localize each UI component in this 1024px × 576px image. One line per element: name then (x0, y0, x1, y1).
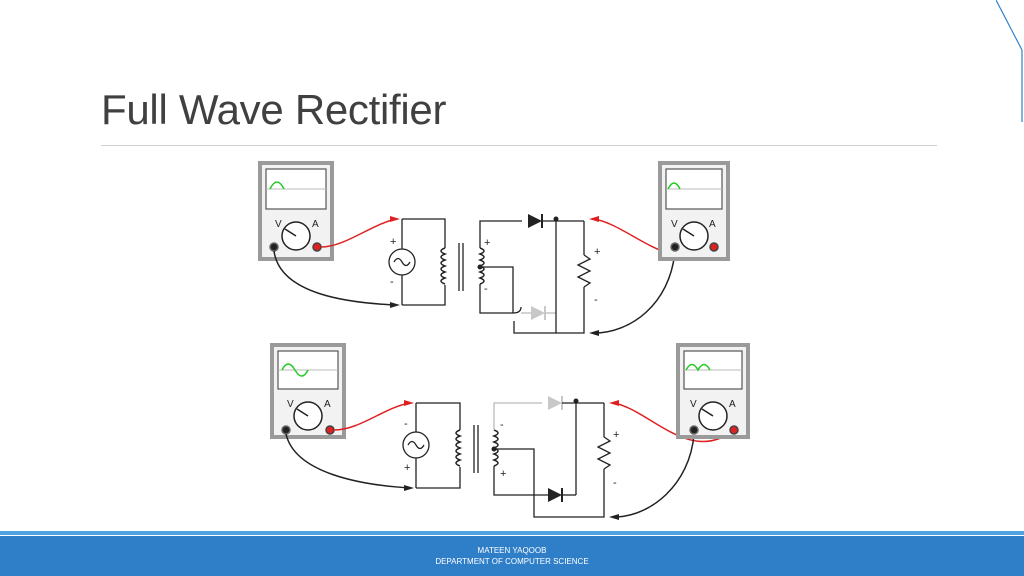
jack-red (709, 242, 719, 252)
corner-decoration (996, 0, 1023, 122)
jack-red (312, 242, 322, 252)
dial-label-v: V (275, 219, 282, 230)
transformer-icon (455, 425, 499, 473)
primary-plus: + (404, 462, 410, 474)
dial-label-a: A (729, 399, 736, 410)
rectifier-diagram: V A + - + - (258, 161, 750, 520)
footer-author: MATEEN YAQOOB (477, 546, 547, 555)
jack-black (689, 425, 699, 435)
dial-label-a: A (324, 399, 331, 410)
resistor-icon (596, 436, 612, 470)
title-divider (101, 145, 937, 146)
slide-title: Full Wave Rectifier (101, 86, 447, 133)
load-minus: - (613, 477, 617, 489)
load-plus: + (613, 429, 619, 441)
dial-label-v: V (287, 399, 294, 410)
dial-label-a: A (312, 219, 319, 230)
diode-off-icon (548, 396, 562, 410)
bottom-circuit: V A - + - + (270, 343, 750, 520)
primary-minus: - (390, 276, 394, 288)
diode-icon (548, 488, 562, 502)
diode-icon (528, 214, 542, 228)
diode-off-icon (531, 306, 545, 320)
scope-trace (667, 182, 681, 190)
footer-bar (0, 536, 1024, 576)
jack-black (670, 242, 680, 252)
secondary-minus: - (484, 283, 488, 295)
jack-red (729, 425, 739, 435)
secondary-minus: - (500, 419, 504, 431)
jack-black (281, 425, 291, 435)
primary-minus: - (404, 418, 408, 430)
scope-trace (281, 363, 309, 377)
load-plus: + (594, 246, 600, 258)
dial-label-a: A (709, 219, 716, 230)
secondary-plus: + (500, 468, 506, 480)
resistor-icon (576, 254, 592, 288)
jack-red (325, 425, 335, 435)
scope-trace (269, 181, 285, 190)
dial-label-v: V (671, 219, 678, 230)
bottom-meter-left: V A (270, 343, 346, 439)
footer-accent-band (0, 531, 1024, 535)
footer-text: MATEEN YAQOOB DEPARTMENT OF COMPUTER SCI… (0, 545, 1024, 567)
top-circuit: V A + - + - (258, 161, 730, 336)
slide-footer: MATEEN YAQOOB DEPARTMENT OF COMPUTER SCI… (0, 531, 1024, 576)
dial-label-v: V (690, 399, 697, 410)
top-meter-right: V A (658, 161, 730, 261)
primary-plus: + (390, 236, 396, 248)
jack-black (269, 242, 279, 252)
load-minus: - (594, 294, 598, 306)
footer-department: DEPARTMENT OF COMPUTER SCIENCE (435, 557, 589, 566)
top-meter-left: V A (258, 161, 334, 261)
bottom-meter-right: V A (676, 343, 750, 439)
scope-trace (685, 363, 711, 372)
transformer-icon (440, 243, 485, 291)
secondary-plus: + (484, 237, 490, 249)
